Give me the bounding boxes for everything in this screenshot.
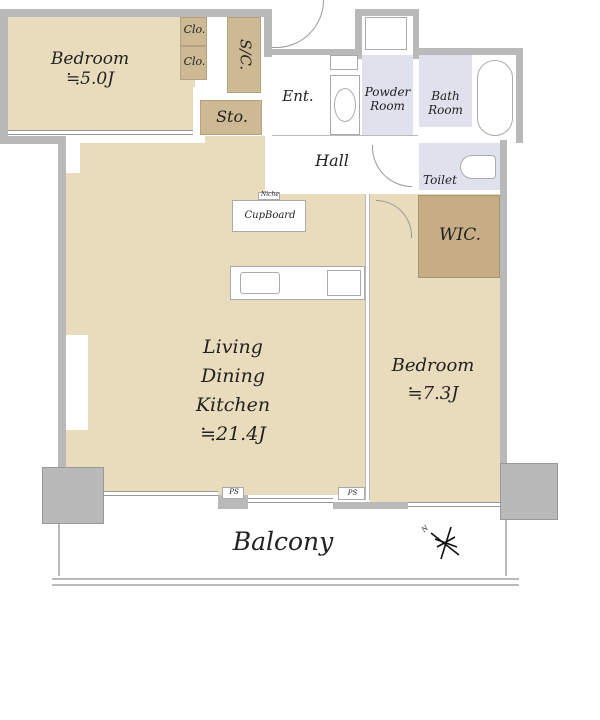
ps-box-2: PS — [338, 487, 365, 500]
window — [8, 130, 193, 135]
pillar-recess — [66, 335, 88, 430]
ldk-size: ≒21.4J — [200, 423, 266, 445]
column-right — [500, 463, 558, 520]
powder-room-line1: Powder — [364, 85, 411, 99]
window — [408, 502, 500, 507]
wall-powder-right — [413, 9, 419, 59]
window — [248, 498, 333, 503]
bedroom-large-label: Bedroom ≒7.3J — [383, 352, 483, 408]
closet-1-label: Clo. — [183, 23, 206, 36]
wall-left-step — [0, 136, 66, 144]
washbasin-icon — [334, 88, 356, 122]
ps-box-1: PS — [222, 487, 244, 499]
window — [103, 491, 218, 496]
wall-bath-right — [516, 48, 523, 143]
ldk-notch — [66, 143, 80, 173]
wall-right — [500, 140, 507, 465]
wic-label: WIC. — [439, 225, 481, 245]
hall-floor — [265, 136, 368, 194]
compass-icon: N — [420, 524, 465, 561]
ps-2-label: PS — [347, 489, 358, 497]
wall-top-left — [0, 9, 272, 17]
bath-room-line2: Room — [428, 102, 463, 117]
wall-entry — [264, 9, 272, 57]
balcony-edge-right — [505, 520, 507, 576]
toilet-label: Toilet — [423, 173, 457, 187]
bathtub-icon — [477, 60, 513, 136]
niche-label: Niche — [261, 191, 279, 198]
powder-room-line2: Room — [370, 98, 405, 113]
ldk-line2: Dining — [200, 365, 266, 387]
balcony-edge-left — [58, 524, 60, 576]
powder-room-label: Powder Room — [362, 85, 413, 114]
ldk-line3: Kitchen — [195, 394, 271, 416]
cupboard: CupBoard — [232, 200, 306, 232]
cupboard-label: CupBoard — [244, 210, 296, 221]
living-dining-kitchen — [66, 143, 365, 495]
wall-bath-top — [413, 48, 523, 55]
walk-in-closet: WIC. — [418, 195, 500, 278]
wall-powder-top — [355, 9, 419, 16]
hall-door — [372, 145, 412, 187]
ldk-label: Living Dining Kitchen ≒21.4J — [173, 333, 293, 449]
wall-left-upper — [0, 9, 8, 144]
bath-room-label: Bath Room — [419, 89, 472, 118]
shoe-closet: S/C. — [227, 17, 261, 93]
bath-room — [419, 55, 472, 127]
ldk-line1: Living — [203, 336, 263, 358]
closet-1: Clo. — [180, 17, 207, 46]
stove-icon — [327, 270, 361, 296]
storage: Sto. — [200, 100, 262, 135]
entrance-label: Ent. — [282, 87, 314, 105]
powder-room — [362, 55, 413, 135]
balcony-rail — [52, 578, 519, 580]
column-left — [42, 467, 104, 524]
toilet-icon — [460, 155, 496, 179]
wall-entry-top — [264, 49, 359, 55]
shower-box — [365, 17, 407, 50]
room-name: Bedroom — [50, 49, 130, 69]
room-name: Bedroom — [391, 355, 475, 376]
shoe-shelf — [330, 55, 358, 70]
entrance-door — [272, 0, 324, 48]
balcony-label: Balcony — [232, 527, 334, 556]
ps-1-label: PS — [229, 488, 239, 496]
room-size: ≒7.3J — [407, 383, 459, 404]
partition-wall — [365, 194, 370, 500]
wall-left-lower — [58, 136, 66, 471]
bath-room-line1: Bath — [431, 89, 460, 103]
room-size: ≒5.0J — [65, 68, 115, 89]
sink-icon — [240, 272, 280, 294]
storage-label: Sto. — [216, 107, 248, 126]
balcony-rail — [52, 584, 519, 586]
entry-corridor — [205, 136, 265, 194]
shoe-closet-label: S/C. — [236, 39, 255, 71]
closet-2-label: Clo. — [183, 55, 206, 68]
hall-label: Hall — [315, 151, 349, 170]
closet-2: Clo. — [180, 46, 207, 80]
hall-divider — [272, 135, 418, 136]
niche: Niche — [258, 191, 280, 200]
wall-powder-left — [355, 9, 362, 59]
bedroom-small-label: Bedroom ≒5.0J — [40, 49, 140, 89]
wall-bottom-mid — [333, 502, 408, 509]
